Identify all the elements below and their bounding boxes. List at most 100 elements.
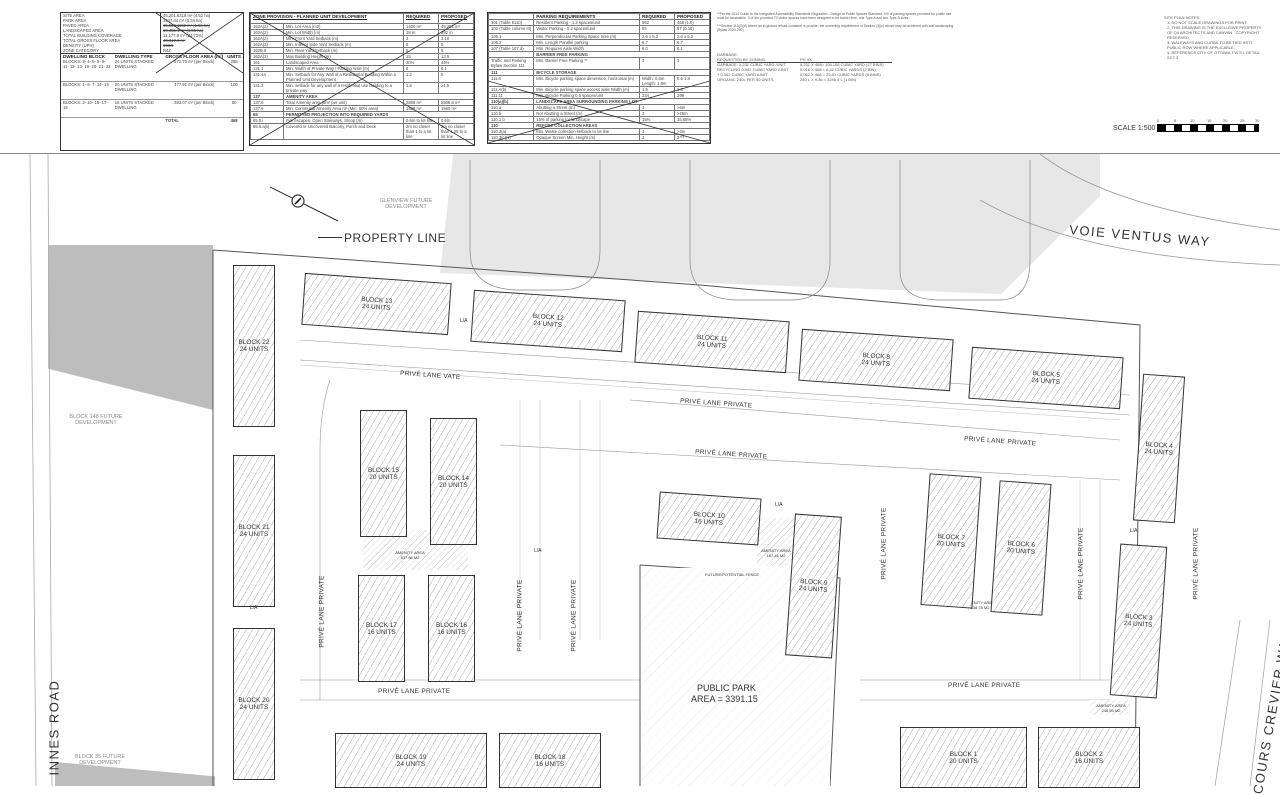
dwelling-block-header: DWELLING BLOCK (63, 54, 106, 59)
block-units: 24 UNITS (1144, 447, 1174, 457)
glenview-label: GLENVIEW FUTURE DEVELOPMENT (379, 198, 433, 210)
dwelling-block-cell: BLOCKS: 3- 4- 5- 8- 9- 11- 12- 13- 19- 2… (63, 59, 111, 69)
code-cell: 131.2 (250, 82, 284, 94)
amenity-area-c-label: AMENITY AREA 338.78 M2 (965, 600, 995, 610)
dwelling-type-cell: 16 UNITS STACKED DWELLING (114, 99, 154, 110)
block-units: 20 UNITS (439, 481, 468, 489)
site-area-label: SITE AREA (63, 13, 85, 18)
zone-provision-table: ZONE PROVISION - PLANNED UNIT DEVELOPMEN… (249, 12, 475, 146)
code-cell: 110.3(c)(ii) (487, 134, 535, 141)
garbage-row-value: 240 L X 9.36 = 2246.4 L (1 BIN) (800, 77, 857, 82)
code-cell: 111.6 (487, 75, 535, 87)
fence-label: FUTURE/POTENTIAL FENCE (705, 572, 760, 577)
amenity-area-d-label: AMENITY AREA 246.59 M2 (1096, 703, 1126, 713)
block-name: BLOCK 2 (1075, 750, 1103, 758)
block-name: BLOCK 15 (367, 466, 400, 474)
park-area: AREA = 3391.15 (691, 694, 758, 704)
garbage-title: GARBAGE: (717, 52, 738, 57)
dwelling-type-header: DWELLING TYPE (114, 54, 153, 59)
garbage-row-label: + 0.062 CUBIC YARD /UNIT (717, 72, 768, 77)
requirement-cell: Min. Barrier Free Parking ** (533, 57, 640, 70)
provision-cell: Min. Setback for Any Wall of a Residenti… (283, 71, 404, 83)
garbage-requested-label: REQUESTED BY ZONING: (717, 57, 767, 62)
proposed-cell: 0.6 1.8 (674, 75, 710, 87)
block-name: BLOCK 19 (395, 753, 427, 761)
paved-area-label: PAVED AREA (63, 23, 89, 28)
requirement-cell: Min. Bicycle parking space access aisle … (533, 86, 640, 93)
empty-cell (113, 117, 164, 123)
required-cell: 2m no closer than 1 to a lot line (403, 123, 439, 140)
block-units: 24 UNITS (239, 704, 269, 711)
garbage-row-label: ORGANIC 240L PER 50 UNITS (717, 77, 774, 82)
required-cell: 1.8 (403, 82, 439, 94)
required-cell: 2 (639, 134, 675, 141)
proposed-cell: ≥4.5 (438, 82, 474, 94)
glenview-development-area (440, 154, 1100, 294)
code-cell: 102 (Table column III) (487, 25, 535, 34)
block-name: BLOCK 21 (238, 524, 270, 531)
required-cell: Width: 0.6m Length: 1.8m (639, 75, 675, 87)
site-plan-note: 3. WALKWAYS AND CURBS TO BE TIED INTO PU… (1167, 40, 1253, 50)
block-units: 16 UNITS (535, 760, 565, 768)
lane-vertical-1: PRIVÉ LANE PRIVATE (318, 575, 326, 648)
amenity-area-d (1090, 700, 1130, 715)
requirement-cell: Min. Bicycle parking space dimension, ho… (533, 75, 640, 87)
proposed-cell: 3 (674, 57, 710, 70)
block35-label: BLOCK 35 FUTURE DEVELOPMENT (74, 754, 126, 766)
proposed-cell: 2m no closer than 1.25 to a lot line (438, 123, 474, 140)
dwelling-block-cell: BLOCKS: 1- 6- 7- 14- 15 (63, 81, 109, 87)
block-units: 16 UNITS (437, 628, 466, 636)
required-cell: 93 (639, 25, 675, 34)
block-units: 24 UNITS (239, 531, 269, 538)
lane-vertical-6: PRIVÉ LANE PRIVATE (1192, 527, 1200, 600)
required-cell: 3 (639, 57, 675, 70)
dwelling-type-cell: 20 UNITS STACKED DWELLING (114, 81, 154, 92)
amenity-area-b (757, 518, 795, 566)
scale-tick: 30 (1255, 118, 1260, 123)
scale-label: SCALE 1:500 (1113, 125, 1156, 132)
site-plan-notes-title: SITE PLAN NOTES (1164, 15, 1200, 20)
site-plan-linework (29, 154, 1280, 786)
block-units: 20 UNITS (949, 757, 978, 765)
block148-label: BLOCK 148 FUTURE DEVELOPMENT (69, 414, 123, 426)
required-cell: 1.2 (403, 71, 439, 83)
required-header: REQUIRED (403, 13, 439, 24)
block-name: BLOCK 14 (437, 474, 470, 482)
scale-bar-graphic (1157, 124, 1259, 132)
gfa-cell: 572.75 m² (per Block) (174, 59, 215, 64)
header-divider (0, 153, 1280, 154)
gfa-label: TOTAL GROSS FLOOR AREA (63, 38, 121, 43)
provision-cell: Min. setback for any wall of a residenti… (283, 82, 404, 94)
scale-tick: 25 (1240, 118, 1245, 123)
total-units: 468 (230, 117, 238, 123)
zone-category-label: ZONE CATEGORY (63, 48, 99, 53)
lane-vertical-4: PRIVÉ LANE PRIVATE (880, 507, 888, 580)
property-line-leader (318, 237, 342, 238)
lane-vertical-2: PRIVÉ LANE PRIVATE (516, 579, 524, 652)
lane-vertical-5: PRIVÉ LANE PRIVATE (1077, 527, 1085, 600)
units-cell: 80 (231, 99, 237, 105)
gfa-cell: 477.91 m² (per Block) (174, 81, 215, 87)
scale-bar: 0 5 10 15 20 25 30 (1157, 118, 1262, 132)
proposed-cell: 2*** (674, 134, 710, 141)
